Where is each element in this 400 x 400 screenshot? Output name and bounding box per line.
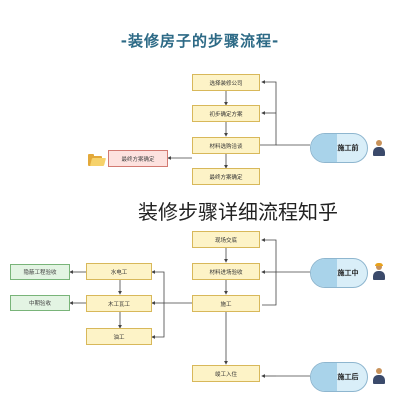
midterm-acceptance: 中期验收 (10, 295, 70, 311)
connector (260, 80, 277, 146)
phase-before: 施工前 (310, 133, 368, 163)
page-title: -装修房子的步骤流程- (120, 32, 280, 50)
final-plan-confirm-box: 最终方案确定 (108, 150, 168, 167)
connector (151, 303, 165, 339)
step-final-plan: 最终方案确定 (192, 168, 260, 185)
step-painting: 油工 (86, 328, 152, 345)
step-construction: 施工 (192, 295, 260, 312)
step-woodwork: 木工瓦工 (86, 295, 152, 312)
phase-after: 施工后 (310, 362, 368, 392)
phase-during-label: 施工中 (337, 269, 359, 277)
phase-during: 施工中 (310, 258, 368, 288)
step-site-briefing: 现场交底 (192, 231, 260, 248)
step-choose-company: 选择装修公司 (192, 74, 260, 91)
connector (261, 238, 277, 306)
connector (151, 270, 194, 304)
phase-before-label: 施工前 (337, 144, 359, 152)
worker-icon (372, 368, 386, 384)
step-initial-plan: 初步确定方案 (192, 105, 260, 122)
phase-after-label: 施工后 (337, 373, 359, 381)
worker-icon (372, 263, 386, 280)
folder-icon (88, 154, 107, 166)
worker-icon (372, 140, 386, 156)
watermark-text: 装修步骤详细流程知乎 (138, 200, 338, 224)
hidden-work-acceptance: 隐蔽工程验收 (10, 264, 70, 280)
step-completion: 竣工入住 (192, 365, 260, 382)
step-material-inspection: 材料进场验收 (192, 263, 260, 280)
step-plumbing: 水电工 (86, 263, 152, 280)
step-material-selection: 材料选购洽谈 (192, 137, 260, 154)
